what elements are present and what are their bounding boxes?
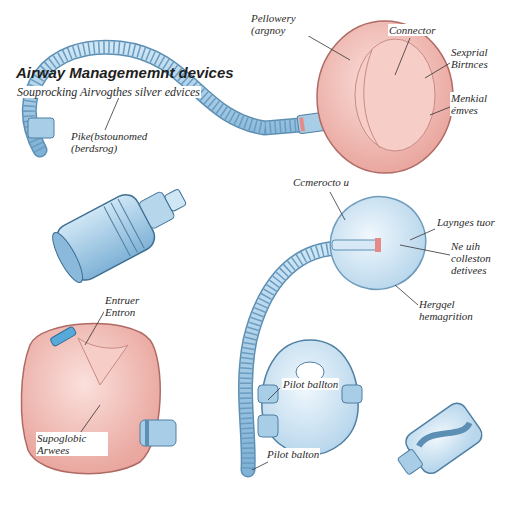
part-label: Pellowery (argnoy [250, 12, 314, 36]
part-label: Pike(bstounomed (berdsrog) [70, 130, 192, 154]
part-label: Laynges tuor [436, 216, 496, 228]
part-label: Sexprial Birtnces [450, 46, 508, 70]
diagram-title: Airway Managememnt devices [16, 64, 234, 81]
part-label: Ccmerocto u [292, 176, 350, 188]
part-label: Supoglobic Arwees [36, 432, 108, 456]
part-label: Entruer Entron [104, 294, 166, 318]
part-label: Ne uih colleston detivees [450, 240, 508, 276]
part-label: Menkial émves [450, 92, 508, 116]
part-label: Connector [388, 24, 436, 36]
part-label: Pilot balton [266, 448, 320, 460]
part-label: Pilot ballton [282, 378, 339, 390]
part-label: Hergqel hemagrition [418, 298, 500, 322]
subtitle-text: Souprocking Airvogthes silver edvices [16, 86, 201, 98]
